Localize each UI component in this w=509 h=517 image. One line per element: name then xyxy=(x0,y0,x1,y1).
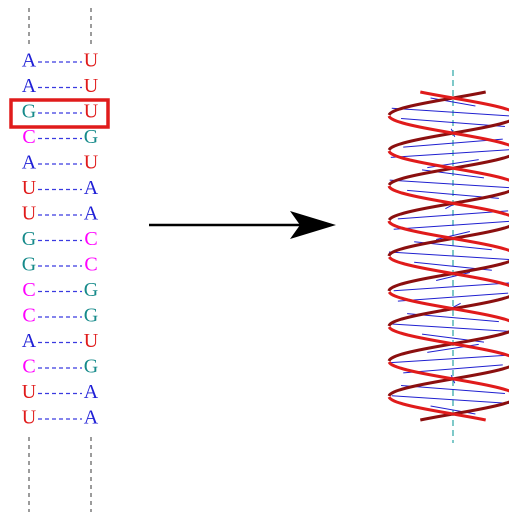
helix-rung xyxy=(436,230,470,240)
arrow-head xyxy=(290,211,336,239)
helix-strand-front-segment xyxy=(420,90,509,112)
helix-rung xyxy=(389,323,509,332)
helix-rung xyxy=(388,251,509,261)
right-base-label: G xyxy=(84,279,98,301)
right-base-label: A xyxy=(84,407,99,429)
transformation-arrow xyxy=(149,211,336,239)
right-base-label: A xyxy=(84,381,99,403)
helix-strand-front-segment xyxy=(387,326,509,358)
left-base-label: A xyxy=(22,50,37,72)
left-base-label: C xyxy=(22,126,35,148)
helix-strand-front-segment xyxy=(387,396,486,422)
left-base-label: G xyxy=(22,254,36,276)
helix-strand-back-segment xyxy=(420,400,509,422)
wobble-pair-highlight-box xyxy=(9,98,110,129)
right-base-label: U xyxy=(84,75,99,97)
left-base-label: U xyxy=(22,381,37,403)
right-base-label: C xyxy=(84,228,97,250)
helix-rung xyxy=(393,282,509,292)
left-base-label: U xyxy=(22,203,37,225)
helix-strand-front-segment xyxy=(387,220,509,252)
helix-strand-front-segment xyxy=(388,256,509,288)
right-base-label: A xyxy=(84,203,99,225)
right-base-label: G xyxy=(84,356,98,378)
helix-strand-back-segment xyxy=(387,90,486,116)
left-base-label: G xyxy=(22,101,36,123)
left-base-label: C xyxy=(22,305,35,327)
left-base-label: A xyxy=(22,330,37,352)
left-base-label: G xyxy=(22,228,36,250)
right-base-label: G xyxy=(84,126,98,148)
helix-strand-front-segment xyxy=(387,115,509,147)
left-base-label: A xyxy=(22,75,37,97)
helix-strand-front-segment xyxy=(387,361,509,393)
left-base-label: U xyxy=(22,177,37,199)
helix-rung xyxy=(389,179,509,189)
right-base-label: C xyxy=(84,254,97,276)
helix-strand-front-segment xyxy=(387,291,509,323)
helix-strand-front-segment xyxy=(387,185,509,217)
right-base-label: U xyxy=(84,50,99,72)
helix-rung xyxy=(391,395,509,404)
left-base-label: C xyxy=(22,356,35,378)
right-base-label: G xyxy=(84,305,98,327)
helix-rung xyxy=(391,107,509,117)
left-base-label: A xyxy=(22,152,37,174)
helix-rung xyxy=(397,292,509,302)
left-base-label: C xyxy=(22,279,35,301)
helix-rung xyxy=(390,149,509,158)
helix-rung xyxy=(397,210,509,220)
right-base-label: U xyxy=(84,152,99,174)
left-base-label: U xyxy=(22,407,37,429)
right-base-label: U xyxy=(84,330,99,352)
helix-strand-front-segment xyxy=(387,150,509,182)
strand-continuation-marks xyxy=(28,8,92,512)
double-helix-illustration xyxy=(387,70,509,443)
right-base-label: A xyxy=(84,177,99,199)
helix-rung xyxy=(393,220,509,230)
helix-rung xyxy=(436,272,470,282)
helix-rung xyxy=(390,354,509,364)
right-base-label: U xyxy=(84,101,99,123)
